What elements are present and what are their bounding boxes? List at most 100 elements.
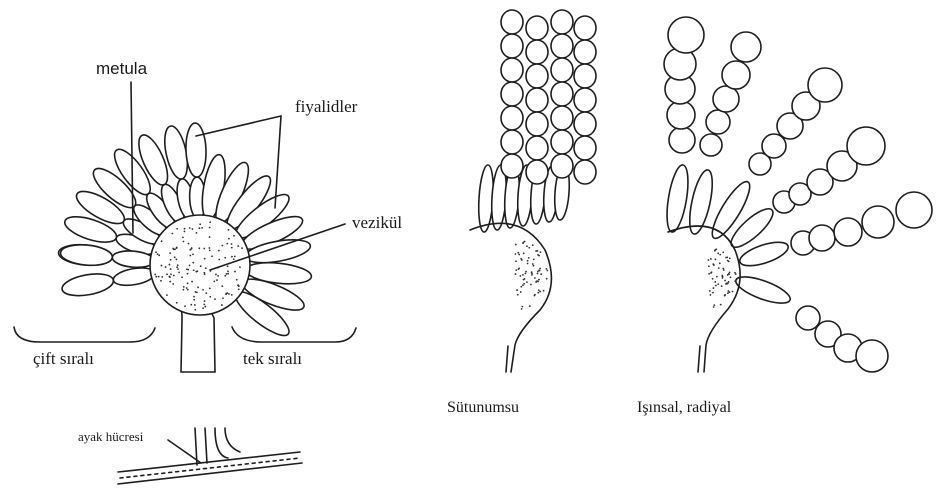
stipple-dot	[715, 285, 717, 287]
stipple-dot	[540, 273, 542, 275]
stipple-dot	[215, 274, 217, 276]
stipple-dot	[722, 276, 724, 278]
stipple-dot	[715, 259, 717, 261]
stipple-dot	[186, 287, 188, 289]
stipple-dot	[161, 276, 163, 278]
conidium	[501, 154, 523, 178]
columnar-spore-chains	[477, 10, 596, 232]
stipple-dot	[714, 281, 716, 283]
stipple-dot	[532, 244, 534, 246]
label-ayak-hucresi: ayak hücresi	[78, 429, 144, 444]
stipple-dot	[211, 255, 213, 257]
conidium	[574, 112, 596, 136]
stipple-dot	[722, 251, 724, 253]
stipple-dot	[515, 253, 517, 255]
stipple-dot	[198, 247, 200, 249]
stipple-dot	[239, 266, 241, 268]
stipple-dot	[166, 294, 168, 296]
stipple-dot	[233, 235, 235, 237]
bracket-cift	[14, 327, 155, 342]
stipple-dot	[227, 265, 229, 267]
stipple-dot	[209, 227, 211, 229]
stipple-dot	[231, 243, 233, 245]
label-tek-sirali: tek sıralı	[243, 349, 302, 368]
conidium	[722, 61, 750, 89]
stipple-dot	[226, 273, 228, 275]
stipple-dot	[214, 298, 216, 300]
stipple-dot	[236, 279, 238, 281]
stipple-dot	[216, 279, 218, 281]
stipple-dot	[539, 268, 541, 270]
fiyalidler-leader-2	[275, 116, 281, 208]
stipple-dot	[521, 259, 523, 261]
stipple-dot	[195, 271, 197, 273]
stipple-dot	[169, 252, 171, 254]
stipple-dot	[187, 289, 189, 291]
stipple-dot	[534, 277, 536, 279]
vesicle	[150, 215, 250, 315]
stipple-dot	[708, 265, 710, 267]
stipple-dot	[189, 249, 191, 251]
stipple-dot	[224, 257, 226, 259]
stipple-dot	[191, 281, 193, 283]
conidium	[574, 16, 596, 40]
stipple-dot	[196, 232, 198, 234]
stipple-dot	[523, 283, 525, 285]
stipple-dot	[155, 251, 157, 253]
stipple-dot	[708, 273, 710, 275]
stipple-dot	[707, 259, 709, 261]
stipple-dot	[520, 286, 522, 288]
metula-leader	[131, 82, 133, 233]
stipple-dot	[183, 241, 185, 243]
stipple-dot	[546, 268, 548, 270]
conidium	[526, 40, 548, 64]
conidium	[526, 112, 548, 136]
stipple-dot	[713, 264, 715, 266]
columnar-head	[470, 10, 596, 372]
stipple-dot	[527, 263, 529, 265]
bracket-tek	[232, 327, 356, 342]
stipple-dot	[515, 273, 517, 275]
conidium	[669, 127, 695, 153]
stipple-dot	[201, 227, 203, 229]
conidium	[808, 68, 842, 102]
stipple-dot	[209, 236, 211, 238]
stipple-dot	[530, 284, 532, 286]
stipple-dot	[192, 262, 194, 264]
stipple-dot	[194, 309, 196, 311]
stipple-dot	[193, 296, 195, 298]
conidium	[574, 64, 596, 88]
stipple-dot	[193, 269, 195, 271]
conidium	[847, 127, 885, 165]
stipple-dot	[515, 269, 517, 271]
stipple-dot	[710, 294, 712, 296]
stipple-dot	[730, 276, 732, 278]
stipple-dot	[719, 262, 721, 264]
stipple-dot	[168, 264, 170, 266]
conidium	[706, 110, 730, 134]
stipple-dot	[727, 260, 729, 262]
stipple-dot	[188, 243, 190, 245]
stipple-dot	[226, 243, 228, 245]
stipple-dot	[197, 286, 199, 288]
stipple-dot	[209, 221, 211, 223]
stipple-dot	[181, 276, 183, 278]
stipple-dot	[716, 276, 718, 278]
stipple-dot	[218, 259, 220, 261]
stipple-dot	[717, 283, 719, 285]
conidium	[551, 10, 573, 34]
conidium	[526, 136, 548, 160]
stipple-dot	[720, 304, 722, 306]
stipple-dot	[712, 278, 714, 280]
stipple-dot	[710, 272, 712, 274]
stipple-dot	[170, 268, 172, 270]
stipple-dot	[192, 228, 194, 230]
stipple-dot	[518, 268, 520, 270]
stipple-dot	[225, 293, 227, 295]
phialide	[60, 243, 114, 267]
stipple-dot	[519, 275, 521, 277]
stipple-dot	[170, 259, 172, 261]
conidium	[551, 34, 573, 58]
stipple-dot	[176, 266, 178, 268]
label-metula: metula	[96, 59, 148, 78]
